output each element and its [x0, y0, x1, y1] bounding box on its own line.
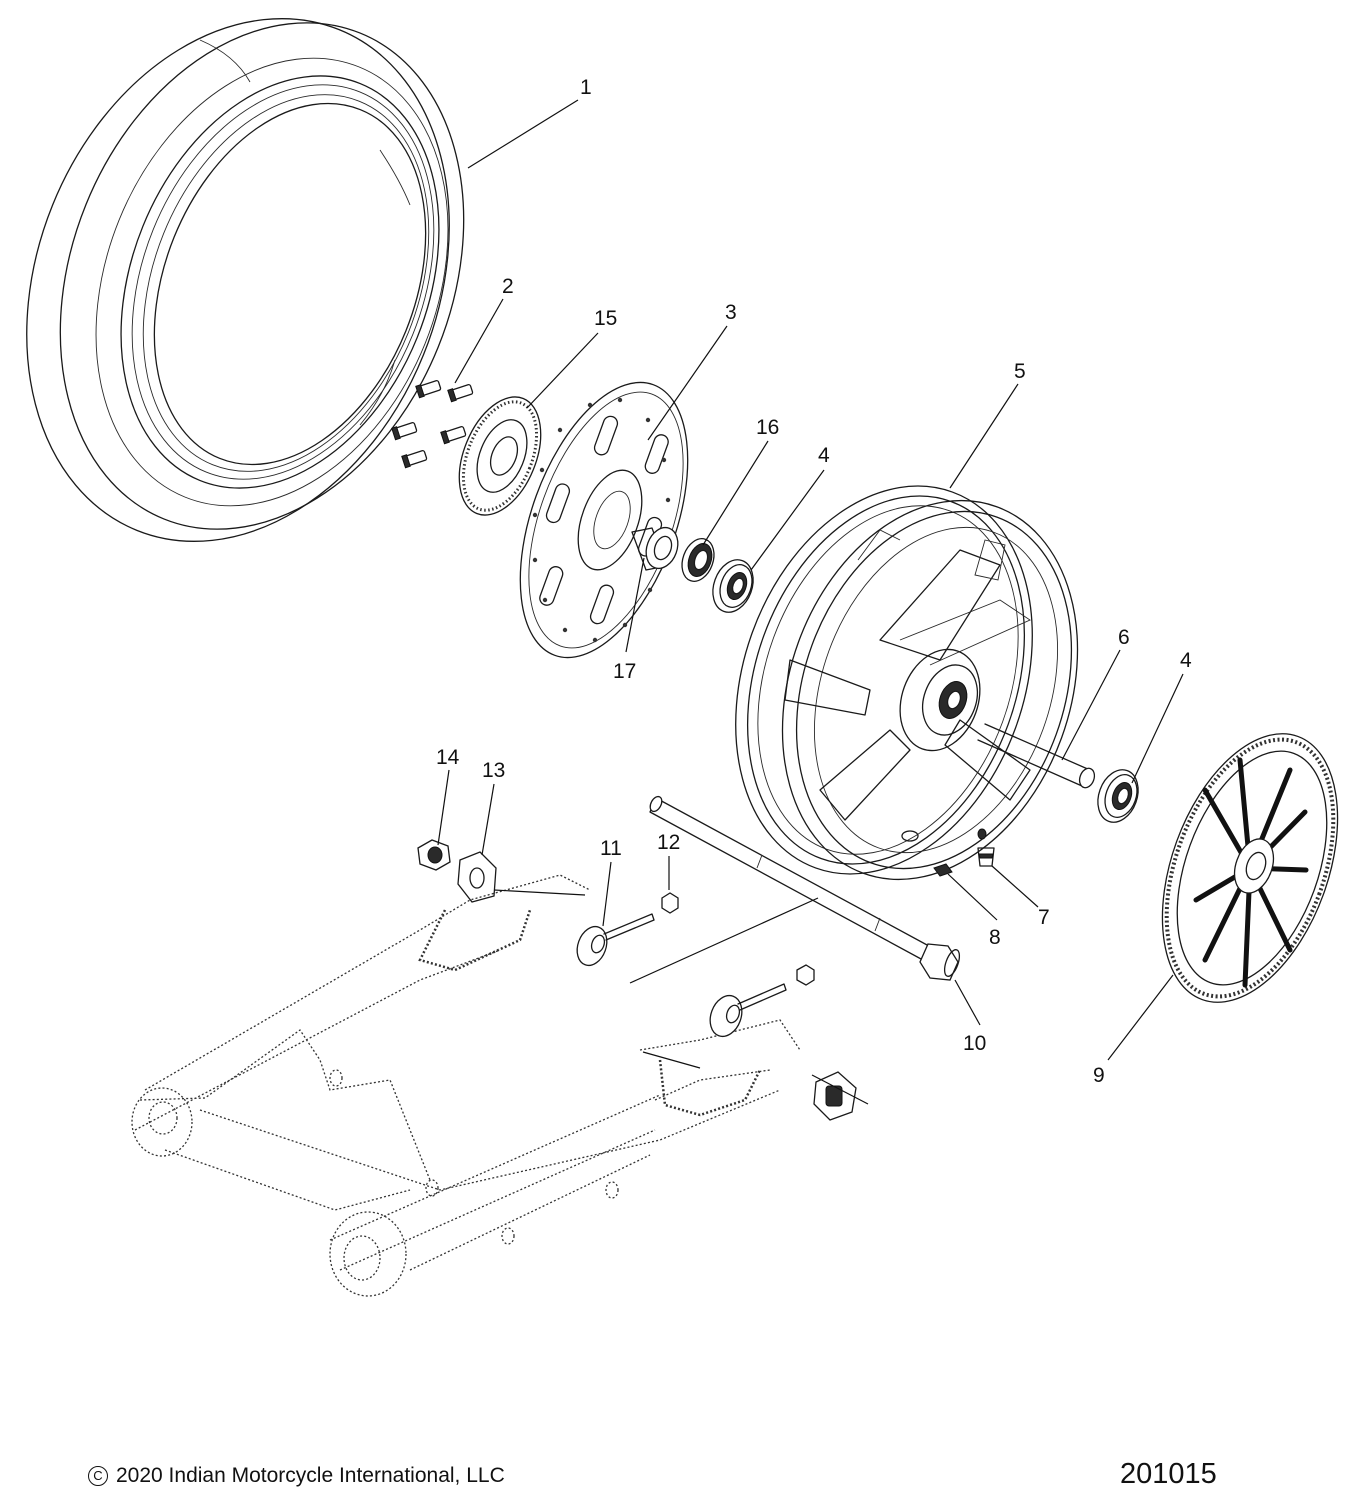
nut-part-14 — [417, 839, 451, 871]
callout-16: 16 — [756, 416, 779, 439]
callout-5: 5 — [1014, 360, 1026, 383]
callout-15: 15 — [594, 307, 617, 330]
wheel-part-5 — [735, 485, 1079, 881]
tire-part-1 — [26, 18, 465, 542]
callout-3: 3 — [725, 301, 737, 324]
callout-13: 13 — [482, 759, 505, 782]
callout-1: 1 — [580, 76, 592, 99]
callout-8: 8 — [989, 926, 1001, 949]
copyright-icon: C — [88, 1466, 108, 1486]
copyright-notice: C 2020 Indian Motorcycle International, L… — [88, 1464, 505, 1488]
adjuster-part-11 — [576, 913, 655, 967]
callout-9: 9 — [1093, 1064, 1105, 1087]
callout-6: 6 — [1118, 626, 1130, 649]
diagram-number: 201015 — [1120, 1458, 1217, 1490]
abs-tone-ring-part-15 — [458, 396, 542, 516]
valve-clip-part-8 — [933, 863, 953, 877]
swingarm-reference — [131, 874, 801, 1297]
callout-14: 14 — [436, 746, 460, 769]
callout-7: 7 — [1038, 906, 1050, 929]
valve-stem-part-7 — [977, 828, 995, 867]
bolts-part-2 — [391, 380, 474, 469]
drive-pulley-part-9 — [1161, 733, 1339, 1003]
bearing-part-4-lower — [1097, 769, 1139, 823]
callout-12: 12 — [657, 831, 680, 854]
callout-11: 11 — [600, 837, 622, 860]
axle-part-10 — [649, 795, 961, 981]
copyright-text: 2020 Indian Motorcycle International, LL… — [116, 1464, 505, 1487]
spacer-part-17 — [631, 526, 679, 571]
callout-17: 17 — [613, 660, 636, 683]
seal-part-16 — [681, 538, 715, 582]
leader-lines — [437, 99, 1184, 1105]
callout-4-upper: 4 — [818, 444, 830, 467]
callout-labels: 1 2 15 3 16 4 5 17 6 4 14 13 11 12 7 8 1… — [436, 76, 1192, 1087]
adjuster-plate-part-13 — [457, 851, 497, 903]
axle-spacer-part-6 — [977, 723, 1096, 789]
bearing-part-4-upper — [712, 559, 754, 613]
nut-part-12 — [661, 892, 679, 914]
adjuster-set-right — [709, 964, 857, 1121]
callout-4-lower: 4 — [1180, 649, 1192, 672]
brake-disc-part-3 — [519, 381, 689, 659]
callout-2: 2 — [502, 275, 514, 298]
callout-10: 10 — [963, 1032, 986, 1055]
